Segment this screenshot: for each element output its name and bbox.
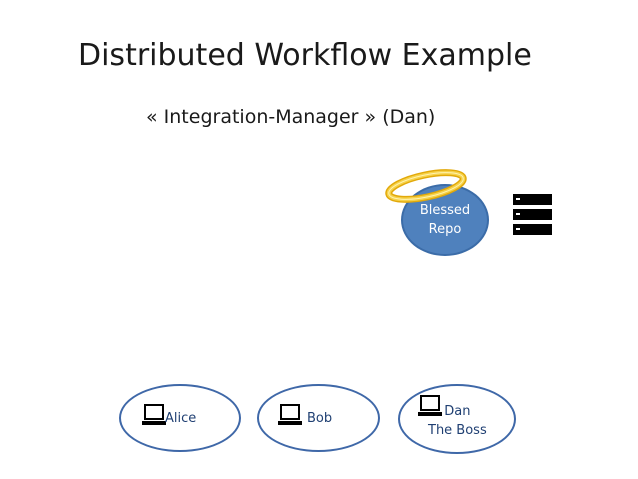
laptop-icon xyxy=(278,404,302,425)
slide-subtitle: « Integration-Manager » (Dan) xyxy=(146,106,436,128)
blessed-repo-node: Blessed Repo xyxy=(401,184,489,256)
server-icon xyxy=(513,194,552,235)
blessed-repo-label: Blessed Repo xyxy=(419,203,471,237)
halo-icon xyxy=(385,169,467,203)
bob-label: Bob xyxy=(307,411,333,426)
alice-node: Alice xyxy=(119,384,241,452)
slide-title: Distributed Workflow Example xyxy=(78,38,532,73)
bob-node: Bob xyxy=(257,384,380,452)
laptop-icon xyxy=(418,395,442,416)
alice-label: Alice xyxy=(165,411,197,426)
dan-label: Dan The Boss xyxy=(428,404,487,438)
laptop-icon xyxy=(142,404,166,425)
dan-node: Dan The Boss xyxy=(398,384,516,454)
